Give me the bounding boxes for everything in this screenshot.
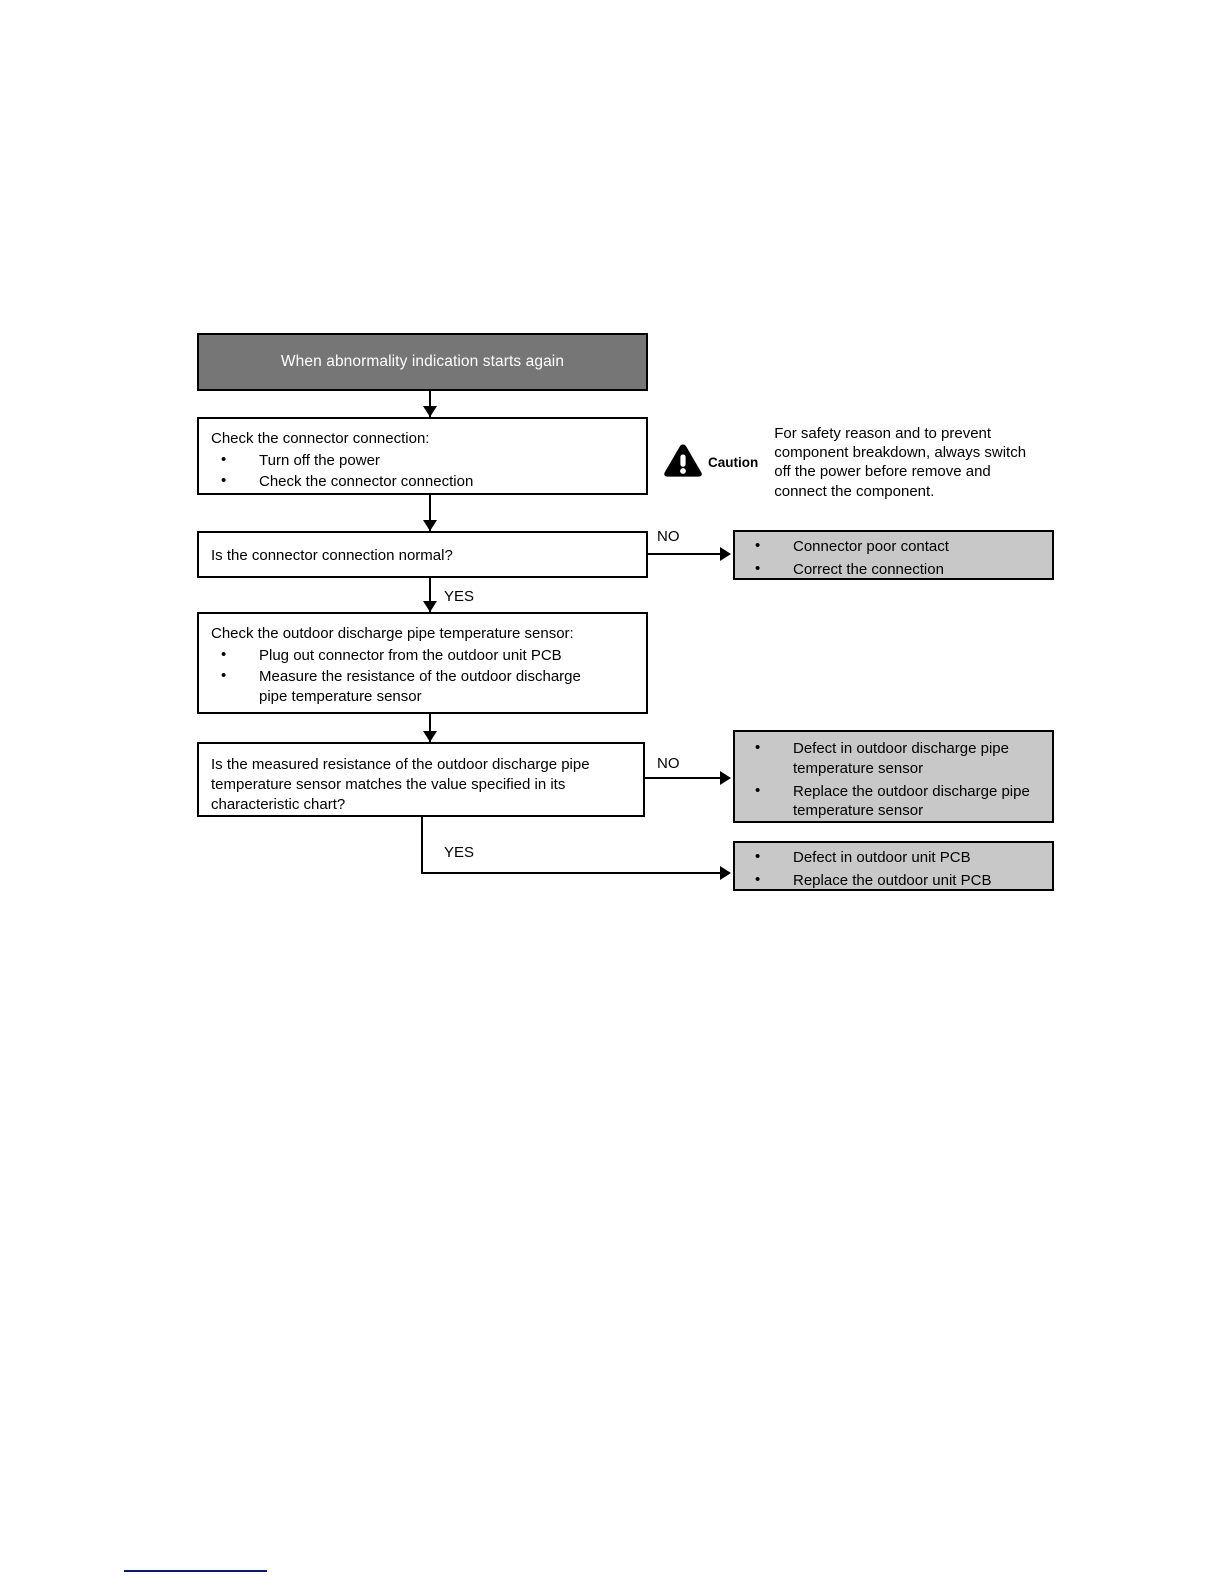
arrowhead-decision2-no (720, 771, 731, 785)
connector-decision2-yes-horizontal (421, 872, 724, 874)
flow-header-box: When abnormality indication starts again (197, 333, 648, 391)
result-box-pcb-defect: Defect in outdoor unit PCB Replace the o… (733, 841, 1054, 891)
list-item: Defect in outdoor discharge pipe tempera… (735, 738, 1052, 779)
decision-box-resistance-matches: Is the measured resistance of the outdoo… (197, 742, 645, 817)
arrowhead-decision1-no (720, 547, 731, 561)
edge-label-no-2: NO (657, 755, 680, 772)
caution-text: For safety reason and to prevent compone… (774, 425, 1027, 500)
process-bullet-list: Turn off the power Check the connector c… (211, 450, 646, 492)
footer-rule (124, 1570, 267, 1572)
process-title: Check the connector connection: (211, 430, 430, 447)
process-box-check-connector: Check the connector connection: Turn off… (197, 417, 648, 495)
edge-label-no-1: NO (657, 528, 680, 545)
edge-label-yes-1: YES (444, 588, 475, 605)
decision-box-connector-normal: Is the connector connection normal? (197, 531, 648, 578)
arrowhead-step1-to-decision1 (423, 520, 437, 531)
list-item: Replace the outdoor discharge pipe tempe… (735, 781, 1052, 822)
process-title: Check the outdoor discharge pipe tempera… (211, 625, 574, 642)
list-item: Turn off the power (211, 450, 646, 471)
connector-decision1-yes (429, 578, 431, 612)
list-item: Measure the resistance of the outdoor di… (211, 666, 646, 707)
connector-decision2-yes-vertical (421, 817, 423, 874)
connector-step2-to-decision2 (429, 714, 431, 742)
arrowhead-header-to-step1 (423, 406, 437, 417)
caution-label: Caution (708, 455, 759, 470)
caution-badge: Caution (663, 442, 758, 483)
edge-label-yes-2: YES (444, 844, 475, 861)
arrowhead-decision1-yes (423, 601, 437, 612)
result-box-sensor-defect: Defect in outdoor discharge pipe tempera… (733, 730, 1054, 823)
caution-note: Caution For safety reason and to prevent… (663, 424, 1036, 501)
decision-question: Is the connector connection normal? (211, 547, 453, 564)
list-item: Connector poor contact (735, 536, 1052, 557)
connector-header-to-step1 (429, 391, 431, 417)
list-item: Check the connector connection (211, 471, 646, 492)
list-item: Replace the outdoor unit PCB (735, 870, 1052, 891)
connector-decision2-no (645, 777, 724, 779)
arrowhead-step2-to-decision2 (423, 731, 437, 742)
arrowhead-decision2-yes (720, 866, 731, 880)
list-item: Plug out connector from the outdoor unit… (211, 645, 646, 666)
list-item: Correct the connection (735, 559, 1052, 580)
decision-question: Is the measured resistance of the outdoo… (211, 756, 590, 813)
connector-step1-to-decision1 (429, 495, 431, 531)
list-item: Defect in outdoor unit PCB (735, 847, 1052, 868)
process-bullet-list: Plug out connector from the outdoor unit… (211, 645, 646, 707)
result-box-connector-poor-contact: Connector poor contact Correct the conne… (733, 530, 1054, 580)
connector-decision1-no (648, 553, 724, 555)
flow-header-label: When abnormality indication starts again (280, 353, 565, 370)
result-bullet-list: Defect in outdoor unit PCB Replace the o… (735, 847, 1052, 894)
result-bullet-list: Defect in outdoor discharge pipe tempera… (735, 738, 1052, 825)
process-box-check-sensor: Check the outdoor discharge pipe tempera… (197, 612, 648, 714)
result-bullet-list: Connector poor contact Correct the conne… (735, 536, 1052, 583)
warning-triangle-icon (663, 442, 703, 483)
